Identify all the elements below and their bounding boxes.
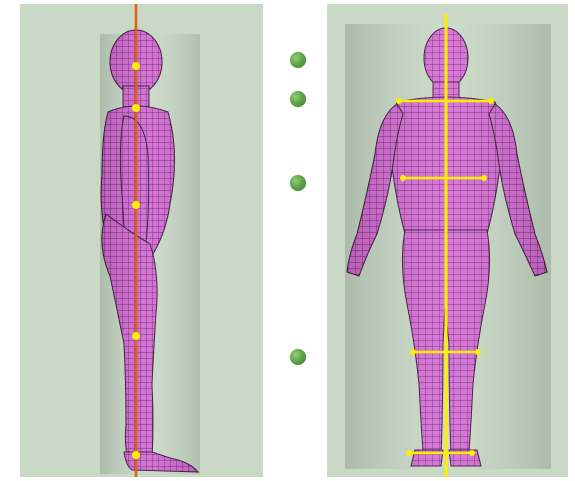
level-marker-shoulder-top	[290, 52, 306, 68]
level-marker-hip	[290, 175, 306, 191]
front-dot-ankle-right	[469, 450, 475, 456]
joint-dot-hip	[132, 201, 140, 209]
joint-dot-knee	[132, 332, 140, 340]
front-dot-hip-right	[481, 175, 487, 181]
front-dot-shoulder-right	[488, 98, 494, 104]
front-dot-knee-left	[410, 349, 416, 355]
joint-dot-head	[132, 62, 140, 70]
front-dot-shoulder-left	[396, 98, 402, 104]
front-view-figure	[327, 4, 568, 477]
level-marker-shoulder	[290, 91, 306, 107]
front-dot-hip-left	[400, 175, 406, 181]
front-body	[345, 24, 551, 469]
joint-dot-ankle	[132, 451, 140, 459]
front-dot-ankle-left	[406, 450, 412, 456]
side-view-figure	[20, 4, 263, 477]
side-body	[100, 30, 200, 474]
front-dot-knee-right	[475, 349, 481, 355]
front-view-panel	[327, 4, 568, 477]
level-marker-knee	[290, 349, 306, 365]
side-view-panel	[20, 4, 263, 477]
joint-dot-shoulder	[132, 104, 140, 112]
